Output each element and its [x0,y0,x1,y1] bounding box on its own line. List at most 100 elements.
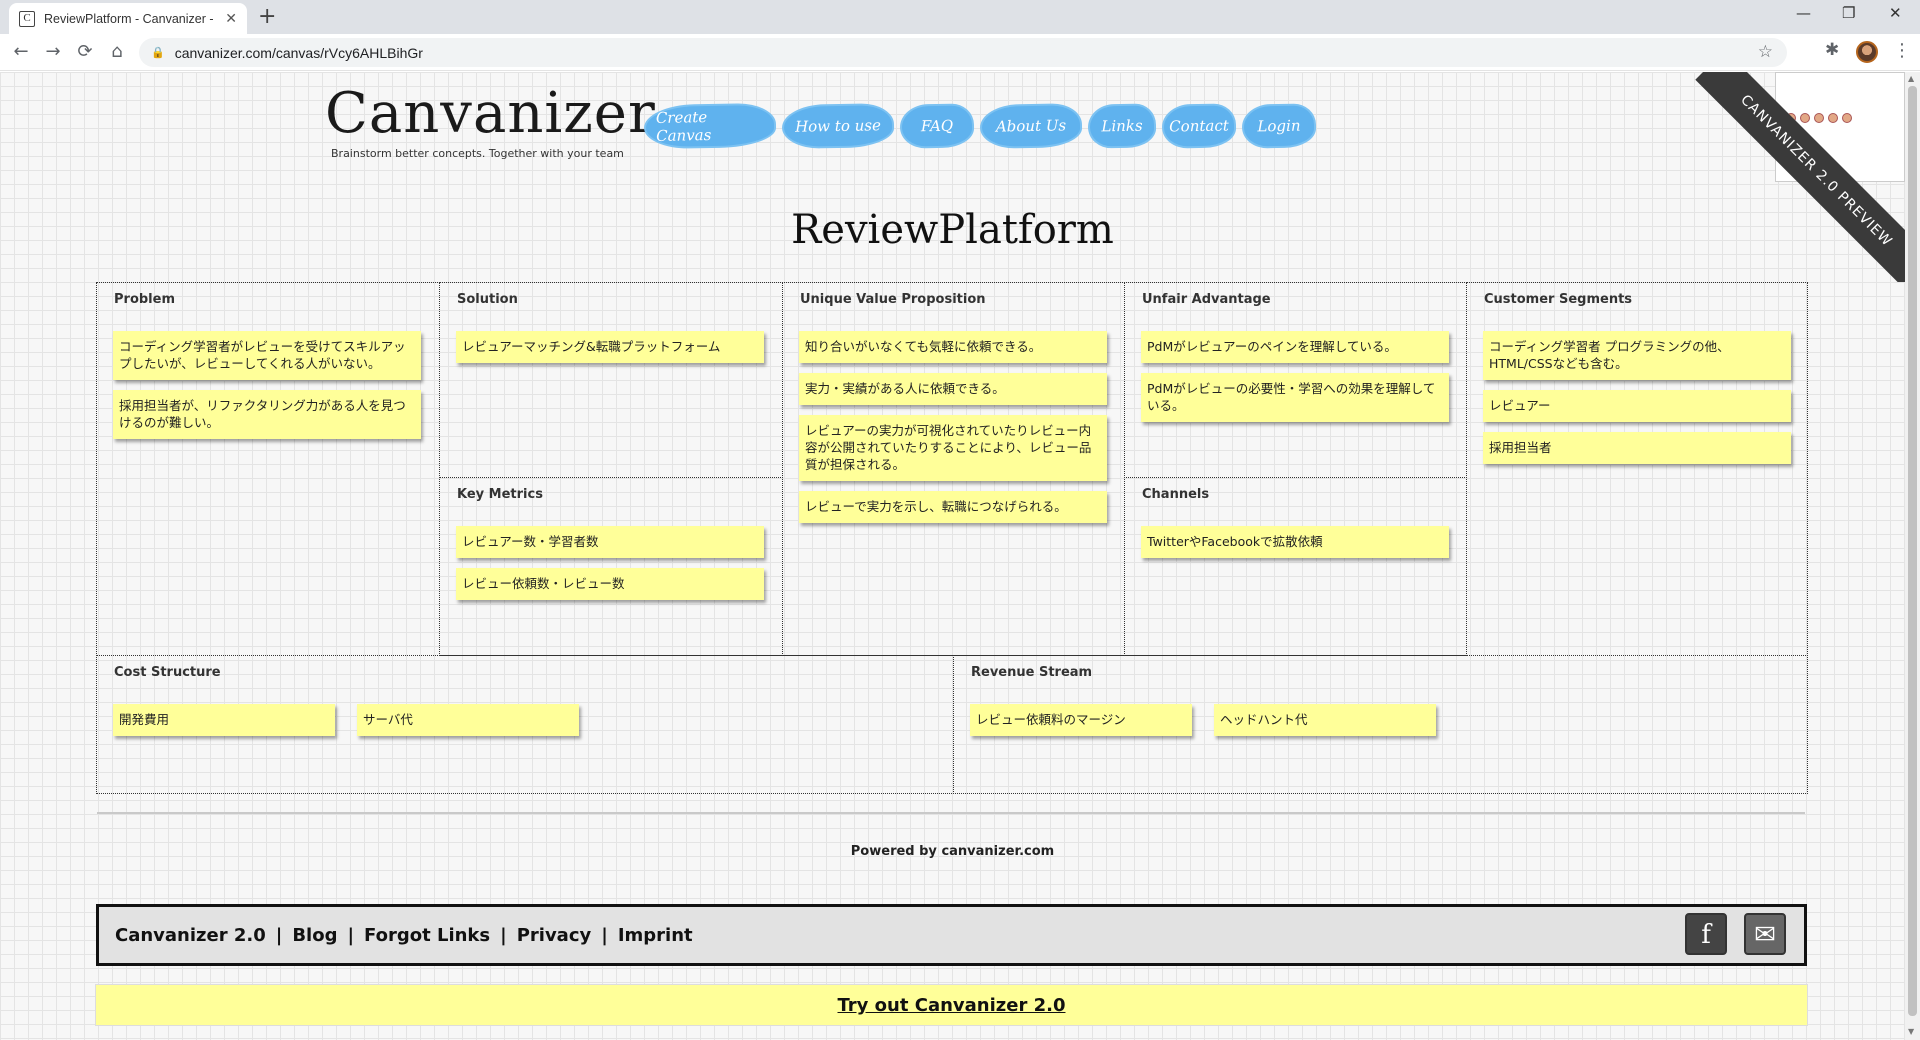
footer-link-blog[interactable]: Blog [292,924,338,946]
notes-list: TwitterやFacebookで拡散依頼 [1141,526,1449,558]
extensions-icon[interactable]: ✱ [1825,40,1840,60]
preview-face-icon [1828,113,1838,123]
sticky-note[interactable]: 採用担当者 [1483,432,1791,464]
footer-link-privacy[interactable]: Privacy [516,924,592,946]
cell-cost-structure: Cost Structure 開発費用 サーバ代 [96,655,954,794]
cell-title: Revenue Stream [971,665,1093,680]
new-tab-button[interactable]: + [258,4,277,29]
nav-contact[interactable]: Contact [1163,105,1235,147]
cell-title: Channels [1142,487,1210,502]
cell-unfair-advantage: Unfair Advantage PdMがレビュアーのペインを理解している。 P… [1124,282,1467,478]
sticky-note[interactable]: レビュアーの実力が可視化されていたりレビュー内容が公開されていたりすることにより… [799,415,1107,481]
reload-icon[interactable]: ⟳ [77,41,93,62]
powered-by-link[interactable]: canvanizer.com [941,844,1055,859]
sticky-note[interactable]: ヘッドハント代 [1214,704,1436,736]
sticky-note[interactable]: PdMがレビューの必要性・学習への効果を理解している。 [1141,373,1449,422]
notes-list: レビュー依頼料のマージン ヘッドハント代 [970,704,1436,736]
sticky-note[interactable]: サーバ代 [357,704,579,736]
cell-revenue-stream: Revenue Stream レビュー依頼料のマージン ヘッドハント代 [953,655,1808,794]
notes-list: PdMがレビュアーのペインを理解している。 PdMがレビューの必要性・学習への効… [1141,331,1449,422]
scroll-up-icon[interactable]: ▲ [1908,74,1915,83]
lock-icon[interactable]: 🔒 [151,46,165,59]
sticky-note[interactable]: PdMがレビュアーのペインを理解している。 [1141,331,1449,363]
nav-create-canvas[interactable]: Create Canvas [645,104,775,148]
cell-title: Cost Structure [114,665,221,680]
browser-tab[interactable]: C ReviewPlatform - Canvanizer - Canvaniz… [9,3,247,34]
browser-tabbar: C ReviewPlatform - Canvanizer - Canvaniz… [0,0,1920,34]
footer-separator: | [347,924,355,946]
tab-close-icon[interactable]: ✕ [225,10,237,27]
sticky-note[interactable]: レビューで実力を示し、転職につなげられる。 [799,491,1107,523]
cell-channels: Channels TwitterやFacebookで拡散依頼 [1124,477,1467,656]
sticky-note[interactable]: コーディング学習者がレビューを受けてスキルアップしたいが、レビューしてくれる人が… [113,331,421,380]
sticky-note[interactable]: 採用担当者が、リファクタリング力がある人を見つけるのが難しい。 [113,390,421,439]
notes-list: 知り合いがいなくても気軽に依頼できる。 実力・実績がある人に依頼できる。 レビュ… [799,331,1107,523]
facebook-icon[interactable]: f [1685,913,1727,955]
nav-faq[interactable]: FAQ [901,105,973,147]
nav-about-us[interactable]: About Us [981,105,1081,147]
twitter-icon[interactable]: ✉ [1744,913,1786,955]
cell-key-metrics: Key Metrics レビュアー数・学習者数 レビュー依頼数・レビュー数 [439,477,783,656]
sticky-note[interactable]: 知り合いがいなくても気軽に依頼できる。 [799,331,1107,363]
footer-link-canvanizer-2[interactable]: Canvanizer 2.0 [115,924,266,946]
notes-list: コーディング学習者 プログラミングの他、HTML/CSSなども含む。 レビュアー… [1483,331,1791,464]
back-arrow-icon[interactable]: ← [13,41,29,62]
notes-list: コーディング学習者がレビューを受けてスキルアップしたいが、レビューしてくれる人が… [113,331,421,439]
cell-title: Solution [457,292,518,307]
footer-separator: | [275,924,283,946]
restore-button[interactable]: ❐ [1842,4,1856,22]
page-scrollbar[interactable]: ▲ ▼ [1905,72,1920,1040]
cell-customer-segments: Customer Segments コーディング学習者 プログラミングの他、HT… [1466,282,1808,656]
profile-avatar[interactable] [1856,41,1878,63]
preview-face-icon [1800,113,1810,123]
cell-problem: Problem コーディング学習者がレビューを受けてスキルアップしたいが、レビュ… [96,282,440,656]
sticky-note[interactable]: 開発費用 [113,704,335,736]
sticky-note[interactable]: レビュー依頼料のマージン [970,704,1192,736]
cell-unique-value-proposition: Unique Value Proposition 知り合いがいなくても気軽に依頼… [782,282,1125,656]
scrollbar-thumb[interactable] [1908,86,1917,1016]
cell-title: Customer Segments [1484,292,1633,307]
cell-solution: Solution レビュアーマッチング&転職プラットフォーム [439,282,783,478]
tab-title: ReviewPlatform - Canvanizer - Canvanizer [44,11,216,26]
sticky-note[interactable]: レビュアー [1483,390,1791,422]
preview-face-icon [1814,113,1824,123]
main-nav: Create Canvas How to use FAQ About Us Li… [645,104,1315,148]
minimize-button[interactable]: — [1796,4,1811,22]
try-canvanizer-2-link[interactable]: Try out Canvanizer 2.0 [95,984,1808,1026]
footer-link-imprint[interactable]: Imprint [617,924,693,946]
close-window-button[interactable]: ✕ [1889,4,1902,22]
sticky-note[interactable]: レビュアーマッチング&転職プラットフォーム [456,331,764,363]
powered-by-label: Powered by [850,844,942,859]
cell-title: Problem [114,292,175,307]
page-viewport: Canvanizer Brainstorm better concepts. T… [0,72,1905,1040]
sticky-note[interactable]: TwitterやFacebookで拡散依頼 [1141,526,1449,558]
footer-separator: | [601,924,608,946]
browser-menu-icon[interactable]: ⋮ [1893,40,1911,61]
footer-divider [97,812,1805,814]
canvanizer-2-preview-corner[interactable]: CANVANIZER 2.0 PREVIEW [1695,72,1905,282]
canvanizer-logo[interactable]: Canvanizer [325,81,656,146]
sticky-note[interactable]: 実力・実績がある人に依頼できる。 [799,373,1107,405]
forward-arrow-icon[interactable]: → [45,41,61,62]
cell-title: Unfair Advantage [1142,292,1271,307]
home-icon[interactable]: ⌂ [111,41,123,62]
footer-bar: Canvanizer 2.0 | Blog | Forgot Links | P… [96,904,1807,966]
address-bar[interactable]: 🔒 canvanizer.com/canvas/rVcy6AHLBihGr ☆ [139,38,1787,67]
sticky-note[interactable]: レビュアー数・学習者数 [456,526,764,558]
sticky-note[interactable]: レビュー依頼数・レビュー数 [456,568,764,600]
nav-login[interactable]: Login [1243,105,1315,147]
notes-list: 開発費用 サーバ代 [113,704,579,736]
url-text[interactable]: canvanizer.com/canvas/rVcy6AHLBihGr [174,44,423,61]
scroll-down-icon[interactable]: ▼ [1908,1027,1915,1036]
cell-title: Key Metrics [457,487,543,502]
canvas-title: ReviewPlatform [791,207,1114,253]
nav-how-to-use[interactable]: How to use [783,105,893,147]
preview-avatars [1786,113,1898,127]
bookmark-star-icon[interactable]: ☆ [1757,42,1773,62]
canvanizer-favicon-icon: C [19,10,35,27]
nav-links[interactable]: Links [1089,105,1155,147]
tagline: Brainstorm better concepts. Together wit… [331,147,624,160]
footer-link-forgot-links[interactable]: Forgot Links [364,924,491,946]
cell-title: Unique Value Proposition [800,292,986,307]
sticky-note[interactable]: コーディング学習者 プログラミングの他、HTML/CSSなども含む。 [1483,331,1791,380]
